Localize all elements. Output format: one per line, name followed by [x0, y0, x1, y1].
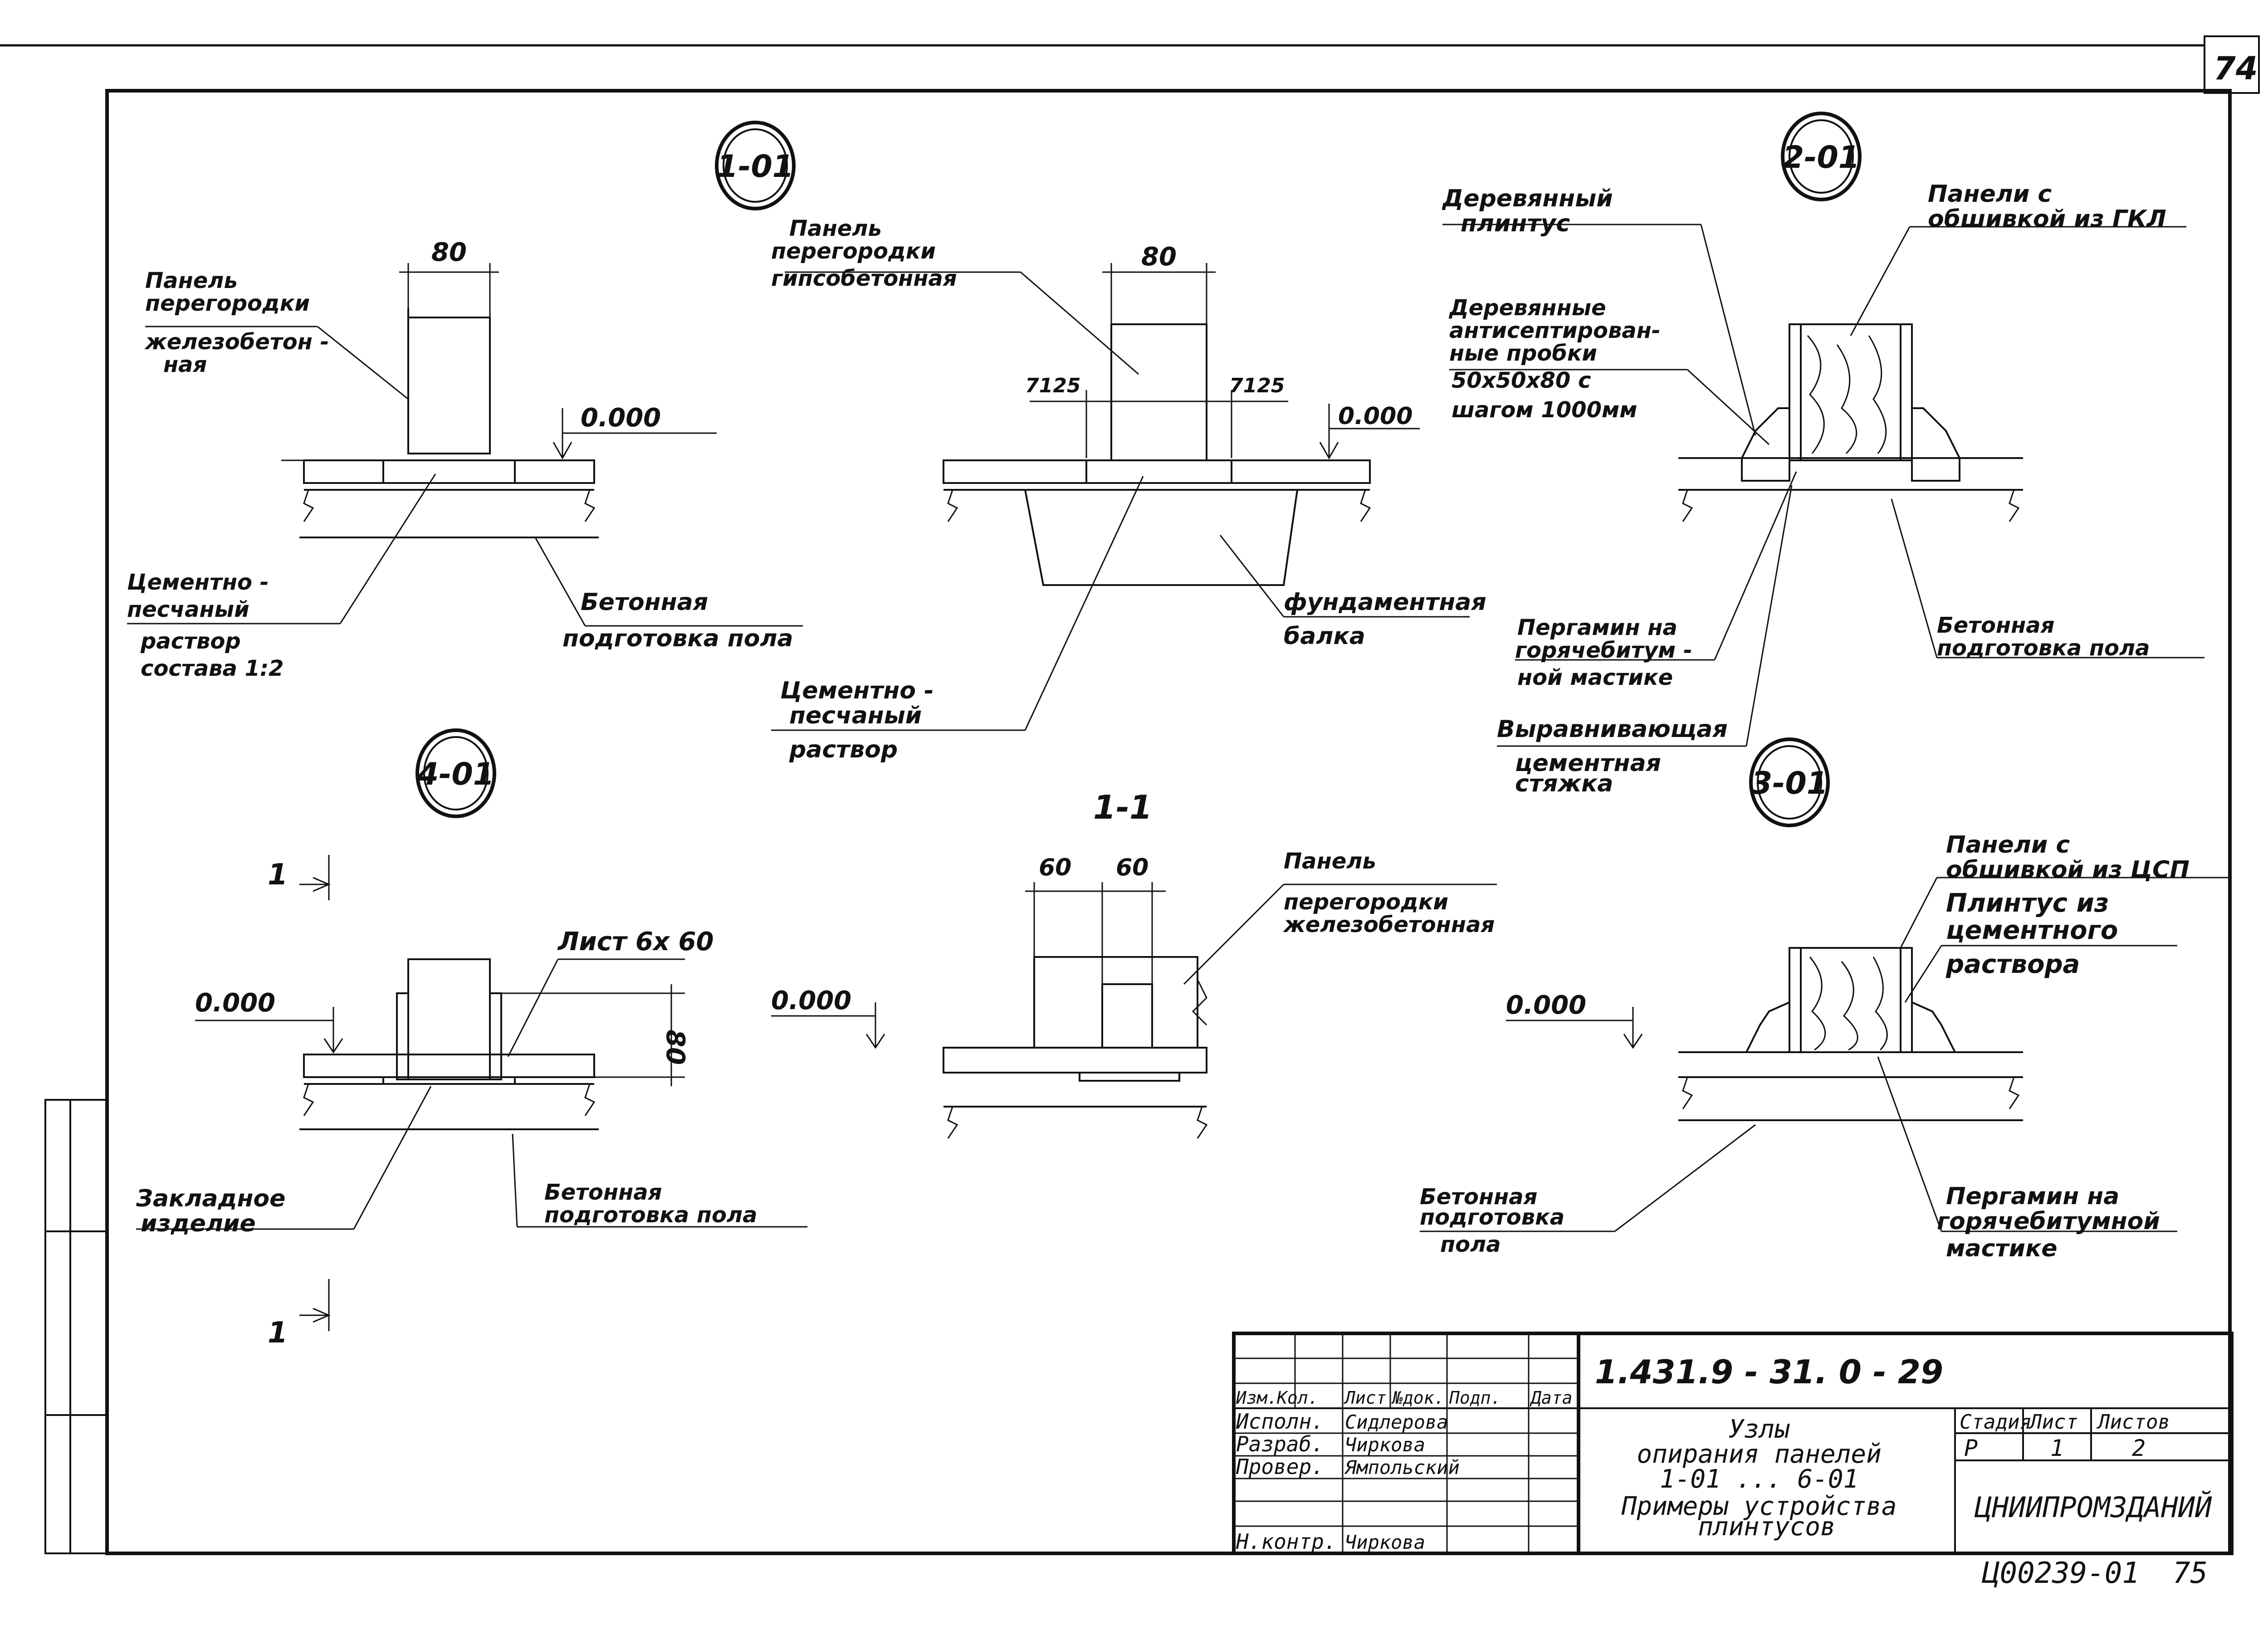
sheet-title: Узлы опирания панелей 1-01 ... 6-01 Прим… [1621, 1415, 1912, 1542]
level-mark: 0.000 [581, 403, 661, 433]
label-panels-gkl: Панели с обшивкой из ГКЛ [1928, 181, 2166, 233]
page-number: 74 [2214, 50, 2258, 87]
dim-7125-right: 7125 [1229, 374, 1285, 397]
node-marker-2-01: 2-01 [1781, 112, 1862, 201]
dim-80-vertical: 80 [660, 1030, 690, 1065]
archive-page: 75 [2173, 1557, 2208, 1590]
node-marker-4-01: 4-01 [415, 728, 496, 818]
dim-80: 80 [431, 238, 467, 267]
label-embedded-item: Закладное изделие [136, 1185, 294, 1237]
label-concrete-4: Бетонная подготовка пола [544, 1180, 758, 1228]
node-label: 3-01 [1751, 766, 1828, 801]
organization: ЦНИИПРОМЗДАНИЙ [1974, 1490, 2212, 1524]
label-wooden-plugs: Деревянные антисептирован- ные пробки 50… [1448, 295, 1668, 423]
label-panel-rc-section: Панель перегородки железобетонная [1283, 849, 1495, 937]
dim-80: 80 [1141, 242, 1177, 272]
dim-60-right: 60 [1116, 854, 1149, 881]
detail-gypsum-panel: 80 7125 7125 0.000 Панель перегородки ги… [771, 216, 1495, 763]
label-cement-plinth: Плинтус из цементного раствора [1945, 888, 2127, 979]
title-block: Изм. Кол. Лист №док. Подп. Дата Исполн. … [1232, 1332, 2234, 1555]
detail-2-01: Деревянный плинтус Панели с обшивкой из … [1442, 181, 2204, 797]
level-mark: 0.000 [771, 986, 851, 1015]
role-list: Исполн. Разраб. Провер. Н.контр. [1236, 1409, 1337, 1554]
level-mark: 0.000 [1506, 991, 1586, 1020]
stage-headers: Стадия Лист Листов [1960, 1410, 2170, 1434]
label-wood-plinth: Деревянный плинтус [1442, 185, 1621, 237]
node-label: 1-01 [717, 149, 794, 185]
label-panel-rc: Панель перегородки железобетон - ная [144, 268, 337, 377]
detail-1-01: 80 0.000 Панель перегородки железобетон … [127, 238, 803, 681]
level-mark: 0.000 [1338, 403, 1413, 430]
detail-4-01: 0.000 80 Лист 6х 60 Закладное изделие Бе… [136, 855, 807, 1350]
label-mortar: Цементно - песчаный раствор состава 1:2 [127, 570, 284, 681]
sheet-frame [0, 35, 2260, 1555]
node-marker-1-01: 1-01 [715, 121, 796, 210]
label-leveling-screed: Выравнивающая цементная стяжка [1497, 716, 1736, 797]
table-headers: Изм. Кол. Лист №док. Подп. Дата [1236, 1388, 1573, 1408]
node-label: 4-01 [417, 756, 494, 792]
label-panel-gypsum: Панель перегородки гипсобетонная [771, 216, 957, 291]
document-code: 1.431.9 - 31. 0 - 29 [1595, 1353, 1943, 1391]
label-sheet-plate: Лист 6х 60 [557, 927, 714, 957]
label-pergamin: Пергамин на горячебитум - ной мастике [1515, 615, 1700, 690]
label-foundation-beam: фундаментная балка [1284, 589, 1495, 650]
label-pergamin-3: Пергамин на горячебитумной мастике [1937, 1183, 2168, 1262]
label-mortar-mid: Цементно - песчаный раствор [780, 677, 942, 763]
dim-7125-left: 7125 [1025, 374, 1080, 397]
section-1-1: 1-1 60 60 0.000 Панель перегородки желез… [771, 788, 1497, 1139]
section-title: 1-1 [1093, 788, 1152, 826]
label-concrete-3: Бетонная подготовка пола [1420, 1184, 1572, 1257]
archive-number: Ц00239-01 [1981, 1557, 2140, 1590]
stage-values: Р 1 2 [1964, 1435, 2146, 1461]
node-label: 2-01 [1783, 140, 1860, 176]
section-mark-bottom: 1 [268, 1316, 288, 1350]
label-concrete-2: Бетонная подготовка пола [1937, 613, 2150, 661]
detail-3-01: 0.000 Панели с обшивкой из ЦСП Плинтус и… [1420, 831, 2232, 1262]
section-mark-top: 1 [268, 858, 288, 892]
node-marker-3-01: 3-01 [1749, 737, 1830, 827]
label-concrete: Бетонная подготовка пола [562, 589, 793, 652]
dim-60-left: 60 [1039, 854, 1071, 881]
level-mark: 0.000 [195, 988, 275, 1018]
label-panels-csp: Панели с обшивкой из ЦСП [1946, 831, 2190, 883]
name-list: Сидлерова Чиркова Ямпольский Чиркова [1344, 1411, 1471, 1553]
